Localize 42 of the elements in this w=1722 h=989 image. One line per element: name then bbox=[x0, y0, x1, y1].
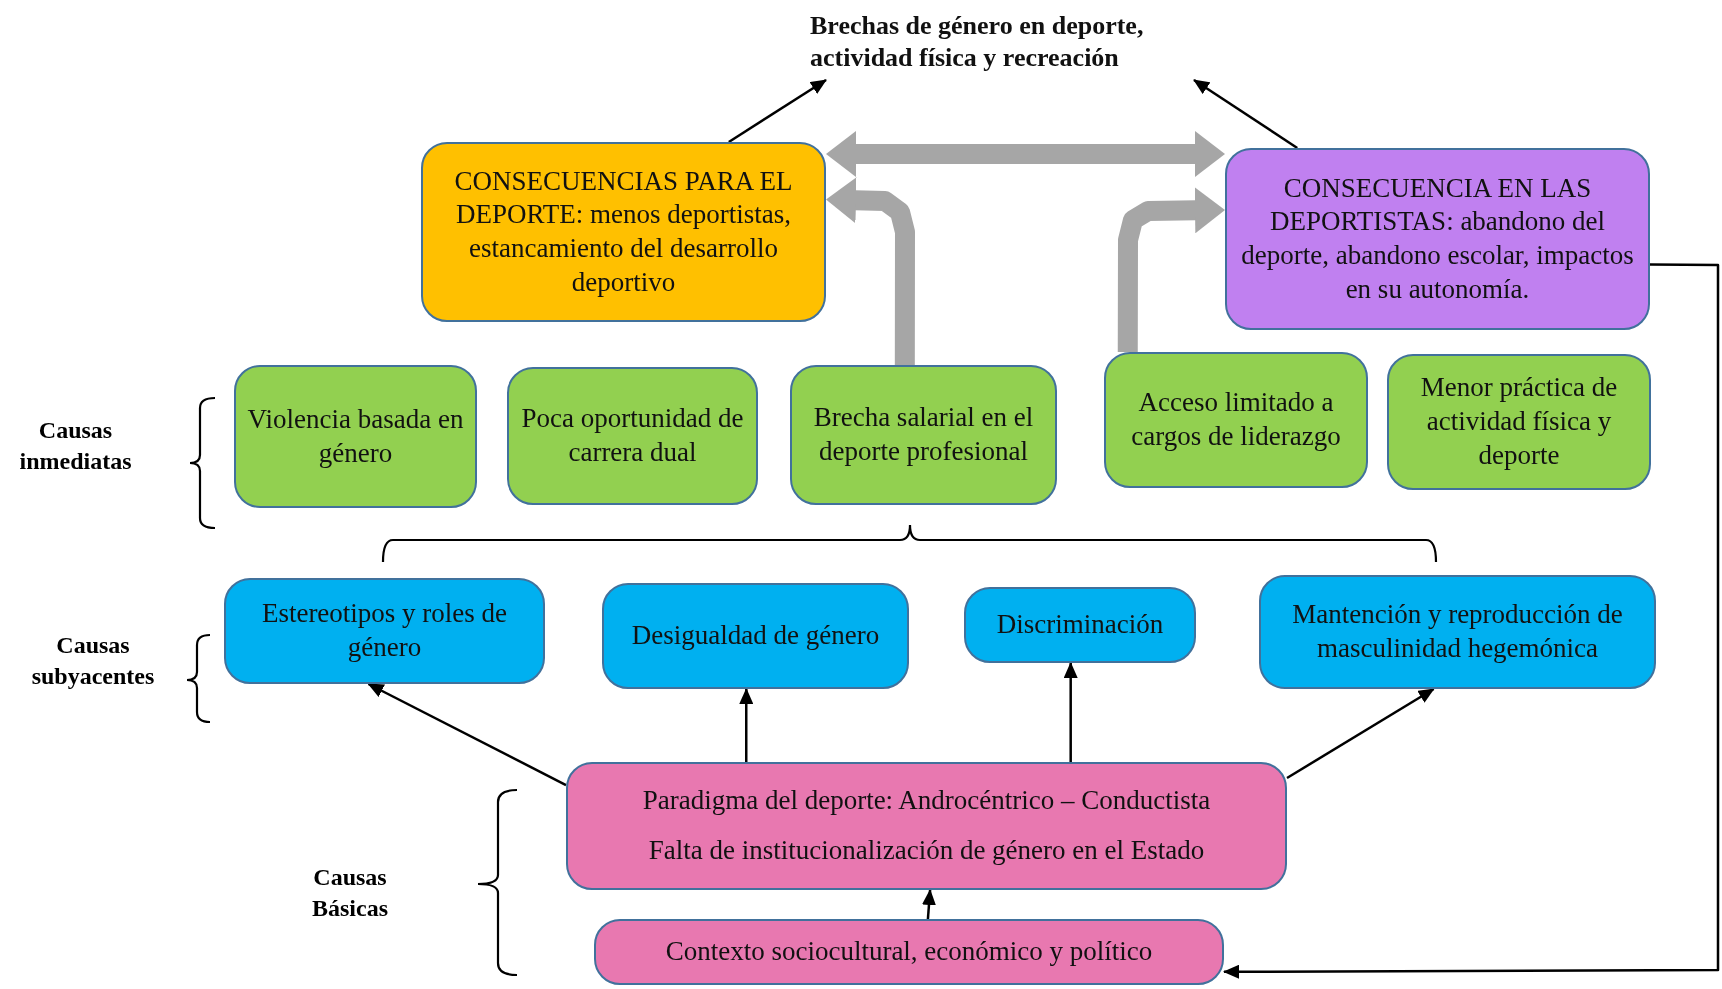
box-text: Contexto sociocultural, económico y político bbox=[665, 935, 1153, 969]
arrow bbox=[1063, 662, 1078, 762]
process-box bbox=[790, 365, 1057, 505]
arrow bbox=[367, 682, 567, 787]
process-box bbox=[594, 919, 1224, 985]
level-label: Causas Básicas bbox=[311, 863, 389, 924]
box-text: Discriminación bbox=[996, 608, 1164, 642]
arrow bbox=[1193, 78, 1298, 150]
box-text: Estereotipos y roles de género bbox=[260, 597, 509, 664]
box-text: Violencia basada en género bbox=[246, 402, 465, 470]
arrow bbox=[1286, 687, 1435, 780]
process-box bbox=[1387, 354, 1651, 490]
level-label: Causas inmediatas bbox=[18, 416, 133, 477]
box-text: CONSECUENCIAS PARA EL DEPORTE: menos deportistas, estancamiento del desarrollo deportivo bbox=[453, 164, 794, 299]
process-box bbox=[1225, 148, 1650, 330]
box-text: Brecha salarial en el deporte profesional bbox=[812, 401, 1035, 468]
heading-text: Brechas de género en deporte, actividad física y recreación bbox=[810, 4, 1210, 80]
box-text: CONSECUENCIA EN LAS DEPORTISTAS: abandono del deporte, abandono escolar, impactos en su autonomía. bbox=[1240, 171, 1635, 306]
arrow bbox=[922, 889, 936, 920]
box-text: Acceso limitado a cargos de liderazgo bbox=[1130, 386, 1342, 453]
process-box bbox=[964, 587, 1196, 663]
box-text: Falta de institucionalización de género en el Estado bbox=[648, 834, 1205, 867]
arrow bbox=[739, 688, 754, 762]
arrow bbox=[728, 78, 827, 144]
box-text: Poca oportunidad de carrera dual bbox=[520, 402, 745, 469]
process-box bbox=[421, 142, 826, 322]
process-box bbox=[224, 578, 545, 684]
arrow bbox=[1223, 263, 1720, 979]
level-label: Causas subyacentes bbox=[30, 631, 156, 692]
box-text: Desigualdad de género bbox=[631, 619, 880, 653]
box-text: Paradigma del deporte: Androcéntrico – Conductista bbox=[642, 784, 1211, 818]
process-box bbox=[1259, 575, 1656, 689]
box-text: Mantención y reproducción de masculinidad hegemónica bbox=[1291, 598, 1624, 665]
process-box bbox=[507, 367, 758, 505]
process-box bbox=[1104, 352, 1368, 488]
block-arrow bbox=[826, 131, 1225, 177]
process-box bbox=[234, 365, 477, 508]
box-text: Menor práctica de actividad física y deporte bbox=[1419, 371, 1619, 472]
process-box bbox=[566, 762, 1287, 890]
block-arrow bbox=[1117, 187, 1225, 353]
block-arrow bbox=[826, 177, 915, 365]
process-box bbox=[602, 583, 909, 689]
